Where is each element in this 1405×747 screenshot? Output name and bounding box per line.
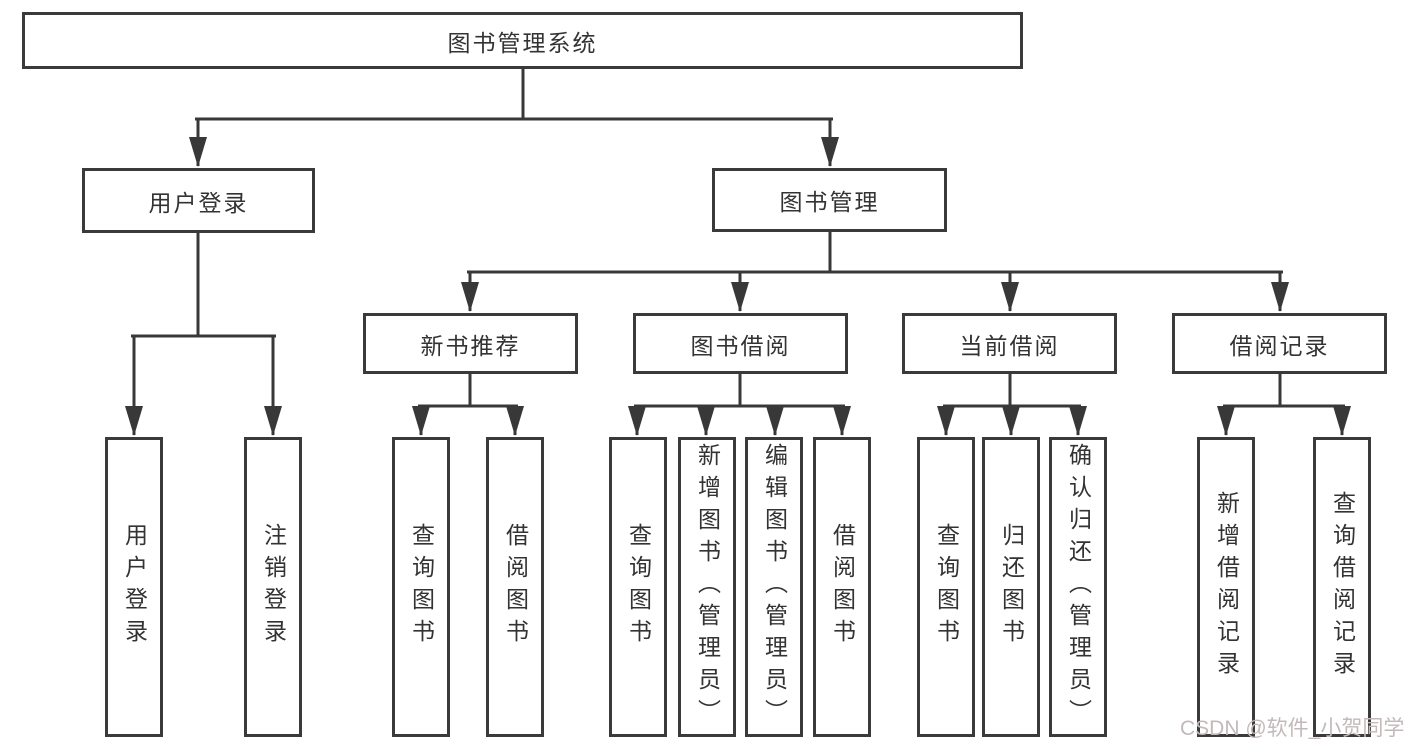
leaf-label: 确认归还（管理员） xyxy=(1065,443,1092,731)
node-label: 图书借阅 xyxy=(690,332,791,359)
node-label: 当前借阅 xyxy=(959,332,1060,359)
leaf-label: 查询图书 xyxy=(933,523,960,651)
node-current-borrowing: 当前借阅 xyxy=(902,313,1117,374)
leaf-query-books-borrow: 查询图书 xyxy=(609,437,667,737)
connector-trunks xyxy=(131,67,1345,408)
node-label: 新书推荐 xyxy=(420,332,521,359)
leaf-label: 新增图书（管理员） xyxy=(694,443,721,731)
node-label: 用户登录 xyxy=(148,189,249,216)
leaf-label: 借阅图书 xyxy=(502,523,529,651)
leaf-label: 查询借阅记录 xyxy=(1329,491,1356,683)
node-book-management: 图书管理 xyxy=(712,168,947,232)
leaf-query-books-recommend: 查询图书 xyxy=(392,437,450,737)
leaf-confirm-return-admin: 确认归还（管理员） xyxy=(1049,437,1107,737)
node-book-borrowing: 图书借阅 xyxy=(633,313,848,374)
node-library-management-system: 图书管理系统 xyxy=(22,12,1023,69)
leaf-edit-books-admin: 编辑图书（管理员） xyxy=(745,437,803,737)
node-borrowing-records: 借阅记录 xyxy=(1172,313,1387,374)
node-user-login: 用户登录 xyxy=(82,168,315,233)
leaf-query-books-current: 查询图书 xyxy=(917,437,975,737)
leaf-user-login: 用户登录 xyxy=(105,437,163,737)
node-label: 图书管理 xyxy=(779,189,880,215)
leaf-label: 借阅图书 xyxy=(829,523,856,651)
leaf-label: 用户登录 xyxy=(121,523,148,651)
leaf-label: 归还图书 xyxy=(998,523,1025,651)
leaf-label: 注销登录 xyxy=(260,523,287,651)
leaf-return-books: 归还图书 xyxy=(982,437,1040,737)
csdn-watermark: CSDN @软件_小贺同学 xyxy=(1180,717,1405,740)
leaf-label: 查询图书 xyxy=(625,523,652,651)
leaf-query-borrow-record: 查询借阅记录 xyxy=(1313,437,1371,737)
leaf-logout: 注销登录 xyxy=(244,437,302,737)
leaf-add-borrow-record: 新增借阅记录 xyxy=(1197,437,1255,737)
node-new-book-recommendation: 新书推荐 xyxy=(363,313,578,374)
leaf-label: 新增借阅记录 xyxy=(1213,491,1240,683)
node-label: 借阅记录 xyxy=(1229,332,1330,359)
leaf-label: 编辑图书（管理员） xyxy=(761,443,788,731)
leaf-add-books-admin: 新增图书（管理员） xyxy=(678,437,736,737)
leaf-borrow-books: 借阅图书 xyxy=(813,437,871,737)
node-label: 图书管理系统 xyxy=(447,29,598,56)
leaf-borrow-books-recommend: 借阅图书 xyxy=(486,437,544,737)
leaf-label: 查询图书 xyxy=(408,523,435,651)
connector-arrows xyxy=(125,119,1351,436)
